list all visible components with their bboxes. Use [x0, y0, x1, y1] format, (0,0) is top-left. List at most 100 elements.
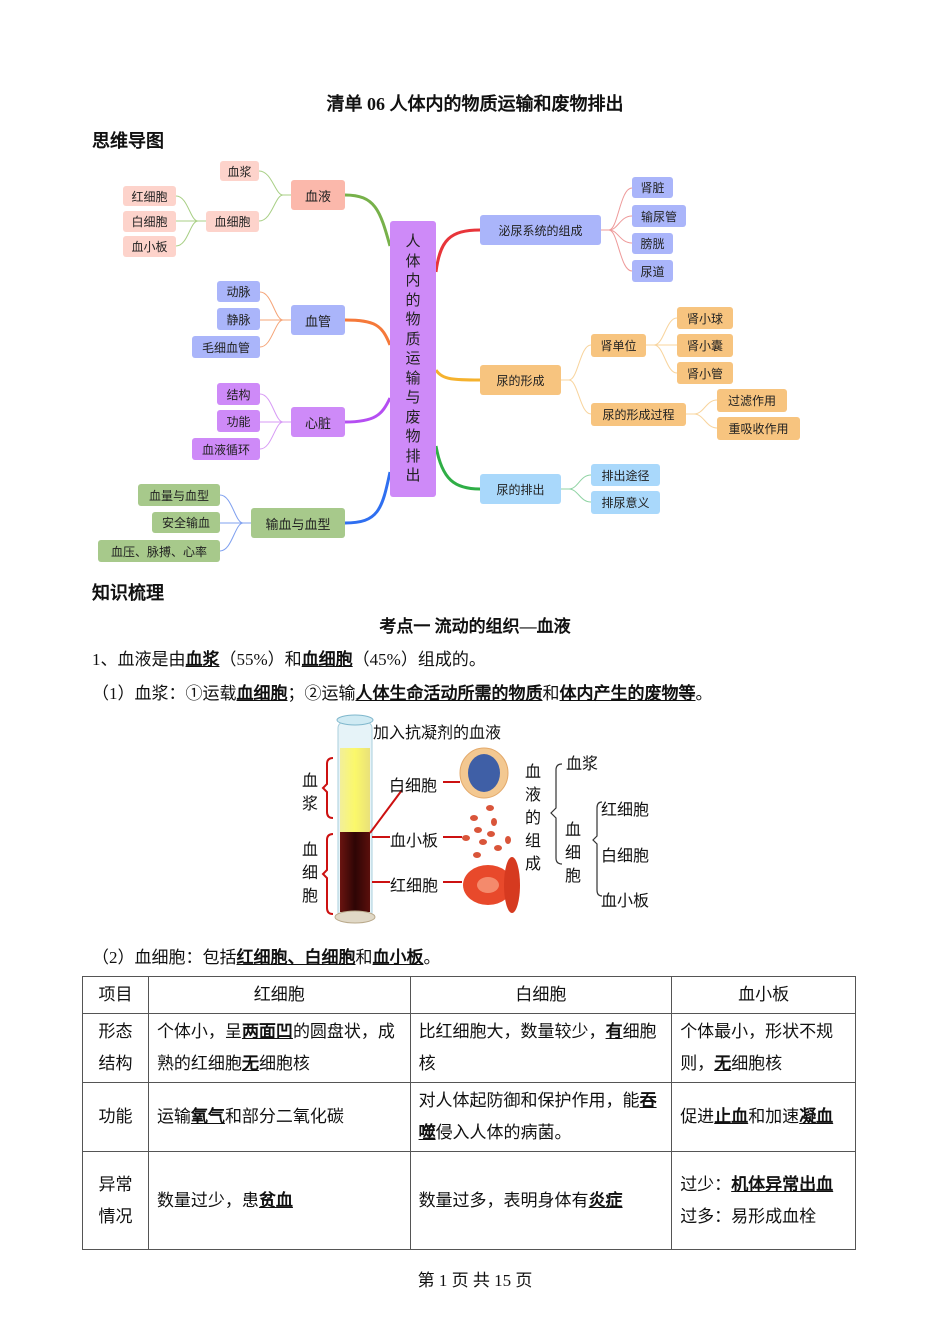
label-char: 血: [301, 840, 318, 859]
row-label-line: 形态: [98, 1022, 133, 1041]
key-term: 红细胞、白细胞: [236, 948, 356, 967]
text-run: 过多：易形成血栓: [680, 1206, 817, 1226]
paragraph-plasma: （1）血浆：①运载血细胞；②运输人体生命活动所需的物质和体内产生的废物等。: [92, 679, 713, 704]
mindmap-node-capillary: 毛细血管: [192, 336, 260, 358]
blood-cells-table: 项目 红细胞 白细胞 血小板 形态结构个体小，呈两面凹的圆盘状，成熟的红细胞无细…: [82, 976, 856, 1250]
platelet-label: 血小板: [390, 831, 439, 850]
center-char: 输: [405, 368, 421, 387]
key-term: 血浆: [185, 650, 220, 669]
row-label-line: 结构: [98, 1054, 133, 1073]
center-char: 内: [405, 271, 421, 290]
center-char: 人: [405, 232, 421, 251]
label-char: 细: [301, 863, 318, 882]
mindmap-node-urine-excretion: 尿的排出: [480, 474, 561, 504]
rbc-label: 红细胞: [390, 876, 439, 895]
tube-cells-label: 血细胞: [301, 838, 319, 907]
table-header: 白细胞: [409, 976, 673, 1014]
table-cell: 促进止血和加速凝血: [671, 1082, 856, 1152]
text-run: 1、血液是由: [92, 650, 186, 669]
mindmap-node-vitals: 血压、脉搏、心率: [98, 540, 220, 562]
composition-wbc: 白细胞: [601, 846, 650, 865]
center-char: 体: [405, 251, 421, 270]
key-term: 血小板: [372, 948, 424, 967]
text-run: 过少：: [680, 1174, 732, 1194]
text-run: ；②运输: [287, 684, 356, 703]
composition-cells-label: 血细胞: [564, 818, 582, 887]
text-run: 细胞核: [731, 1054, 783, 1073]
row-label: 异常情况: [82, 1151, 149, 1250]
mindmap-node-artery: 动脉: [217, 281, 260, 302]
text-run: 数量过少，患: [156, 1190, 259, 1210]
row-label: 形态结构: [82, 1013, 149, 1083]
mindmap-node-function: 功能: [217, 410, 260, 432]
composition-plasma: 血浆: [566, 754, 599, 773]
mindmap-node-circulation: 血液循环: [192, 438, 260, 460]
table-cell: 个体小，呈两面凹的圆盘状，成熟的红细胞无细胞核: [147, 1013, 411, 1083]
center-char: 物: [405, 310, 421, 329]
tube-plasma-label: 血浆: [301, 769, 319, 815]
text-run: （1）血浆：①运载: [92, 684, 237, 703]
mindmap-node-reabsorption: 重吸收作用: [717, 417, 800, 440]
paragraph-blood-composition: 1、血液是由血浆（55%）和血细胞（45%）组成的。: [92, 645, 486, 670]
mindmap-node-structure: 结构: [217, 383, 260, 405]
key-term: 血细胞: [301, 650, 353, 669]
text-run: 细胞核: [258, 1054, 310, 1073]
table-row: 形态结构个体小，呈两面凹的圆盘状，成熟的红细胞无细胞核比红细胞大，数量较少，有细…: [82, 1013, 856, 1083]
text-run: 运输: [156, 1107, 191, 1126]
mindmap-node-ureter: 输尿管: [632, 205, 686, 227]
mindmap-node-vessels: 血管: [291, 305, 345, 335]
label-char: 血: [301, 771, 318, 790]
label-char: 血: [524, 762, 541, 781]
text-run: （45%）组成的。: [352, 650, 486, 669]
table-cell: 数量过少，患贫血: [147, 1151, 411, 1250]
mindmap-node-tubule: 肾小管: [677, 362, 733, 384]
key-term: 无: [714, 1054, 732, 1073]
key-term: 凝血: [799, 1107, 834, 1126]
table-header: 血小板: [671, 976, 856, 1014]
mindmap-node-excretion-route: 排出途径: [591, 464, 660, 486]
row-label-line: 功能: [98, 1107, 133, 1126]
mindmap-node-vein: 静脉: [217, 308, 260, 330]
table-cell: 数量过多，表明身体有炎症: [409, 1151, 673, 1250]
key-term: 有: [605, 1022, 623, 1041]
center-char: 排: [405, 446, 421, 465]
mindmap-node-heart: 心脏: [291, 407, 345, 437]
center-char: 质: [405, 329, 421, 348]
table-cell: 比红细胞大，数量较少，有细胞核: [409, 1013, 673, 1083]
mindmap-node-blood-volume: 血量与血型: [138, 484, 220, 506]
mindmap-node-blood: 血液: [291, 180, 345, 210]
page-title: 清单 06 人体内的物质运输和废物排出: [326, 94, 624, 114]
table-cell: 对人体起防御和保护作用，能吞噬侵入人体的病菌。: [409, 1082, 673, 1152]
center-char: 与: [405, 388, 421, 407]
section-heading-mindmap: 思维导图: [92, 131, 164, 152]
row-label-line: 情况: [98, 1206, 133, 1226]
key-term: 炎症: [588, 1190, 623, 1210]
mindmap-node-blood-cells: 血细胞: [206, 211, 259, 232]
center-char: 废: [405, 407, 421, 426]
mindmap-node-capsule: 肾小囊: [677, 334, 733, 357]
mindmap-node-safe-transfusion: 安全输血: [152, 512, 220, 533]
mindmap-node-excretion-meaning: 排尿意义: [591, 491, 660, 514]
key-term: 两面凹: [241, 1022, 293, 1041]
table-header-row: 项目 红细胞 白细胞 血小板: [82, 976, 856, 1014]
text-run: 数量过多，表明身体有: [418, 1190, 589, 1210]
key-term: 机体异常出血: [731, 1174, 834, 1194]
text-run: 和加速: [748, 1107, 800, 1126]
label-char: 的: [524, 808, 541, 827]
key-term: 止血: [714, 1107, 749, 1126]
table-row: 功能运输氧气和部分二氧化碳对人体起防御和保护作用，能吞噬侵入人体的病菌。促进止血…: [82, 1082, 856, 1152]
label-char: 组: [524, 831, 541, 850]
text-run: 侵入人体的病菌。: [435, 1123, 572, 1142]
mindmap-node-filtration: 过滤作用: [717, 389, 787, 412]
paragraph-blood-cells: （2）血细胞：包括红细胞、白细胞和血小板。: [92, 943, 441, 968]
wbc-label: 白细胞: [389, 776, 438, 795]
mindmap-node-urethra: 尿道: [632, 260, 673, 282]
text-run: 和部分二氧化碳: [224, 1107, 344, 1126]
center-char: 出: [405, 466, 421, 485]
text-run: 的圆盘状，成熟的红细胞: [156, 1022, 395, 1073]
mindmap-node-platelet: 血小板: [123, 236, 176, 257]
mindmap-node-urine-formation: 尿的形成: [480, 365, 561, 395]
composition-label: 血液的组成: [524, 760, 542, 875]
